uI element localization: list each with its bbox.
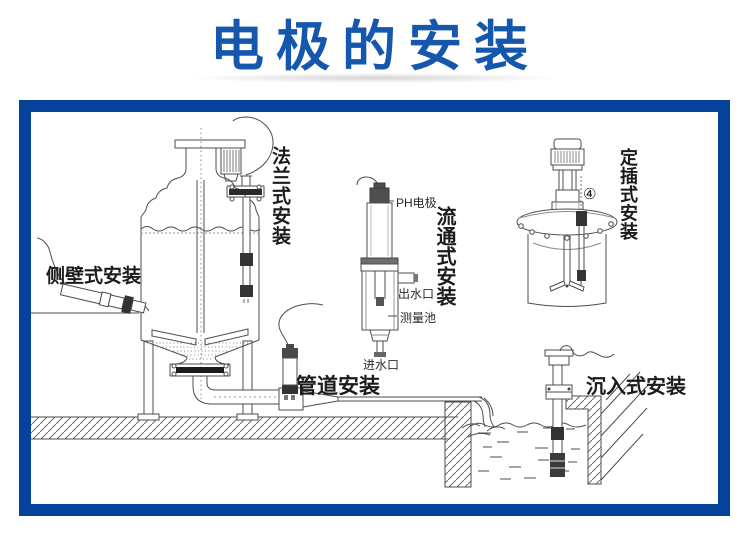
water-drawing	[461, 396, 587, 480]
label-flange-installation: 法兰式安装	[269, 146, 290, 246]
label-water-inlet: 进水口	[363, 358, 400, 372]
label-flow-through-installation: 流通式安装	[433, 206, 455, 306]
page-title: 电极的安装	[210, 17, 540, 77]
label-submerged-installation: 沉入式安装	[586, 376, 686, 398]
label-sidewall-installation: 侧壁式安装	[46, 266, 142, 287]
label-pipeline-installation: 管道安装	[296, 375, 380, 398]
ground-drawing	[31, 371, 650, 488]
diagram-frame	[19, 100, 730, 516]
label-water-outlet: 出水口	[398, 287, 435, 301]
flange-electrode-drawing	[226, 116, 274, 303]
label-measurement-cell: 测量池	[400, 311, 437, 325]
marker-circled-4: ④	[583, 186, 597, 203]
fixed-insert-drawing	[516, 138, 618, 307]
submerged-electrode-drawing	[544, 345, 615, 477]
main-tank-drawing	[137, 128, 280, 421]
label-ph-electrode: PH电极	[396, 196, 437, 210]
label-fixed-insert-installation: 定插式安装	[618, 148, 638, 241]
title-shadow	[185, 73, 565, 83]
sidewall-electrode-drawing	[31, 237, 150, 314]
pipeline-electrode-drawing	[278, 303, 482, 411]
flow-through-drawing	[356, 176, 418, 357]
